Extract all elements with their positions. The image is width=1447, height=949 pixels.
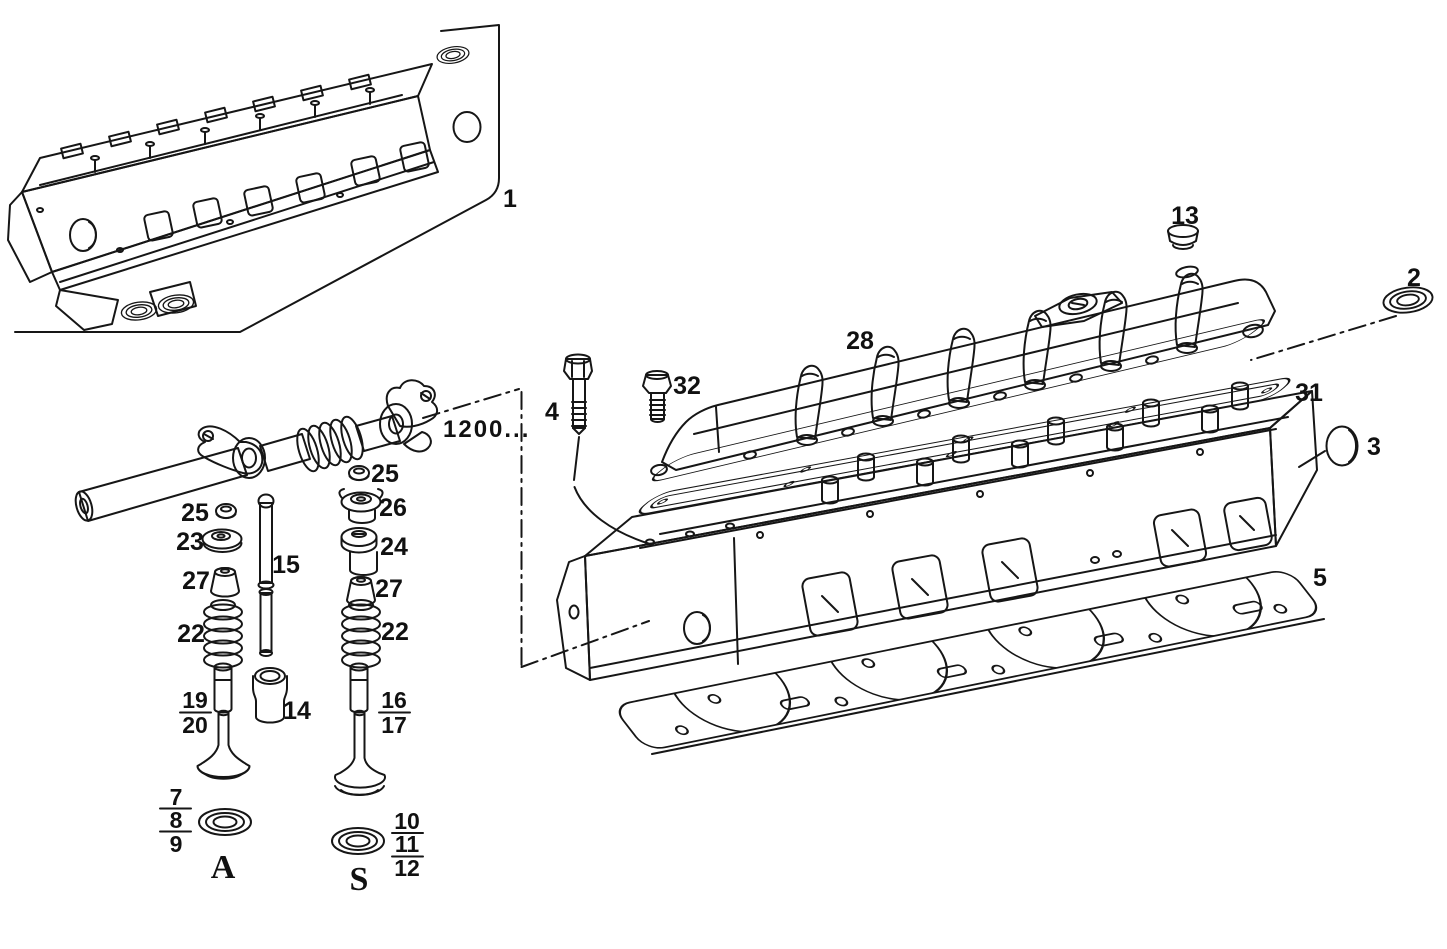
intake-valve xyxy=(196,709,251,780)
inset-panel xyxy=(7,24,500,333)
callout-pushrod: 15 xyxy=(272,551,300,579)
intake-valve-column xyxy=(196,503,252,836)
inset-seal-ring-top xyxy=(435,43,471,67)
exhaust-valve-column xyxy=(331,465,386,855)
callout-inset-ref: 1 xyxy=(503,185,517,213)
callout-intake-cap: 27 xyxy=(182,567,210,595)
cup-plug xyxy=(1298,425,1359,468)
rocker-shaft-assembly xyxy=(74,379,438,522)
applicability-note: 1200... xyxy=(443,416,530,443)
callout-bolt-short: 32 xyxy=(673,372,701,400)
callout-exhaust-guide-upper: 16 xyxy=(381,687,407,713)
exhaust-column-tag: S xyxy=(350,861,369,898)
intake-valve-guide xyxy=(213,662,233,714)
callout-intake-seal-3: 9 xyxy=(170,831,183,857)
inset-border xyxy=(14,24,500,333)
callout-exhaust-cap: 27 xyxy=(375,575,403,603)
exhaust-spring-part xyxy=(341,599,381,669)
exhaust-keepers-part xyxy=(348,465,370,482)
exhaust-seat-part xyxy=(338,488,384,524)
callout-intake-retainer: 23 xyxy=(176,528,204,556)
exhaust-valve xyxy=(334,709,386,796)
filler-plug xyxy=(1167,224,1199,250)
callout-intake-guide-lower: 20 xyxy=(182,712,208,738)
oil-filler-boss xyxy=(1034,291,1123,328)
cylinder-head-assembly-inset xyxy=(7,63,439,331)
callout-cup-plug: 3 xyxy=(1367,433,1381,461)
applicability-lines xyxy=(422,315,1397,668)
callout-filler-plug: 13 xyxy=(1171,202,1199,230)
exhaust-rotator-part xyxy=(340,527,378,576)
callout-tappet: 14 xyxy=(283,697,311,725)
intake-retainer-part xyxy=(201,528,243,553)
callout-exhaust-seal-1: 10 xyxy=(394,808,420,834)
callout-cover-gasket: 31 xyxy=(1295,379,1323,407)
tappet xyxy=(252,667,288,724)
bolt-long xyxy=(563,353,651,545)
callout-valve-cover: 28 xyxy=(846,327,874,355)
intake-keepers-part xyxy=(215,503,237,520)
callout-bolt-long: 4 xyxy=(545,398,559,426)
cover-gasket xyxy=(638,377,1291,515)
bolt-short xyxy=(642,370,672,423)
inset-o-ring xyxy=(452,111,482,143)
pushrod xyxy=(257,493,275,657)
callout-head-gasket: 5 xyxy=(1313,564,1327,592)
callout-exhaust-seat: 26 xyxy=(379,494,407,522)
callout-intake-seal-1: 7 xyxy=(170,784,183,810)
exhaust-stem-seal xyxy=(331,827,385,855)
valve-cover xyxy=(650,265,1276,482)
intake-cap-part xyxy=(210,567,240,598)
callout-intake-spring: 22 xyxy=(177,620,205,648)
inset-seal-ring-a xyxy=(119,299,159,323)
intake-stem-seal xyxy=(198,808,252,836)
intake-column-tag: A xyxy=(211,849,236,886)
callout-exhaust-spring: 22 xyxy=(381,618,409,646)
callout-seal-ring: 2 xyxy=(1407,264,1421,292)
callout-exhaust-seal-2: 11 xyxy=(395,831,420,857)
callout-intake-keepers: 25 xyxy=(181,499,209,527)
exhaust-valve-guide xyxy=(349,662,369,714)
callout-exhaust-rotator: 24 xyxy=(380,533,408,561)
callout-exhaust-seal-3: 12 xyxy=(394,855,420,881)
callout-intake-guide-upper: 19 xyxy=(182,687,208,713)
callout-intake-seal-2: 8 xyxy=(170,807,183,833)
callout-exhaust-guide-lower: 17 xyxy=(381,712,407,738)
intake-spring-part xyxy=(203,599,243,669)
callouts: 1 13 2 28 32 4 31 3 5 1200... 25 23 27 2… xyxy=(159,185,1421,898)
callout-exhaust-keepers: 25 xyxy=(371,460,399,488)
